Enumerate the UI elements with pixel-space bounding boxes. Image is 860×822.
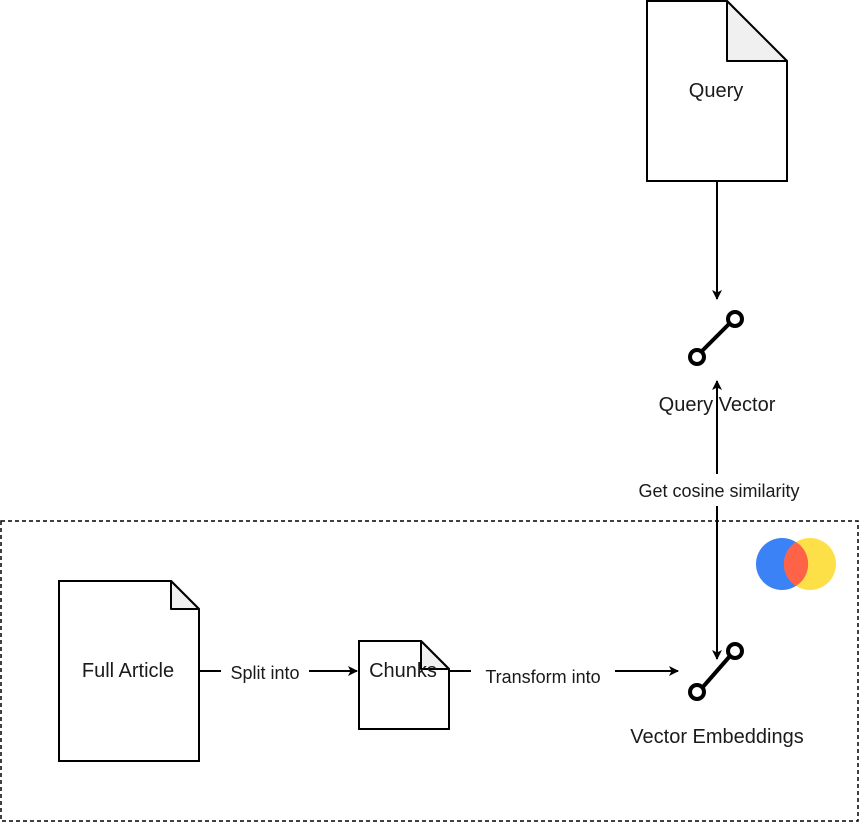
vector-embeddings-label: Vector Embeddings (630, 726, 803, 748)
split-edge-label: Split into (230, 663, 299, 683)
query-label: Query (689, 80, 743, 102)
vector-embeddings-icon (688, 642, 744, 701)
query-document: Query (646, 0, 788, 182)
similarity-edge-label: Get cosine similarity (638, 481, 799, 501)
overlapping-circles-logo (756, 538, 836, 590)
query-vector-icon (688, 310, 744, 366)
chunks-label: Chunks (369, 660, 437, 682)
embedding-group-boundary (0, 520, 859, 822)
full-article-document: Full Article (58, 580, 200, 762)
chunks-document: Chunks (358, 640, 450, 730)
transform-edge-label: Transform into (485, 667, 600, 687)
full-article-label: Full Article (82, 660, 174, 682)
